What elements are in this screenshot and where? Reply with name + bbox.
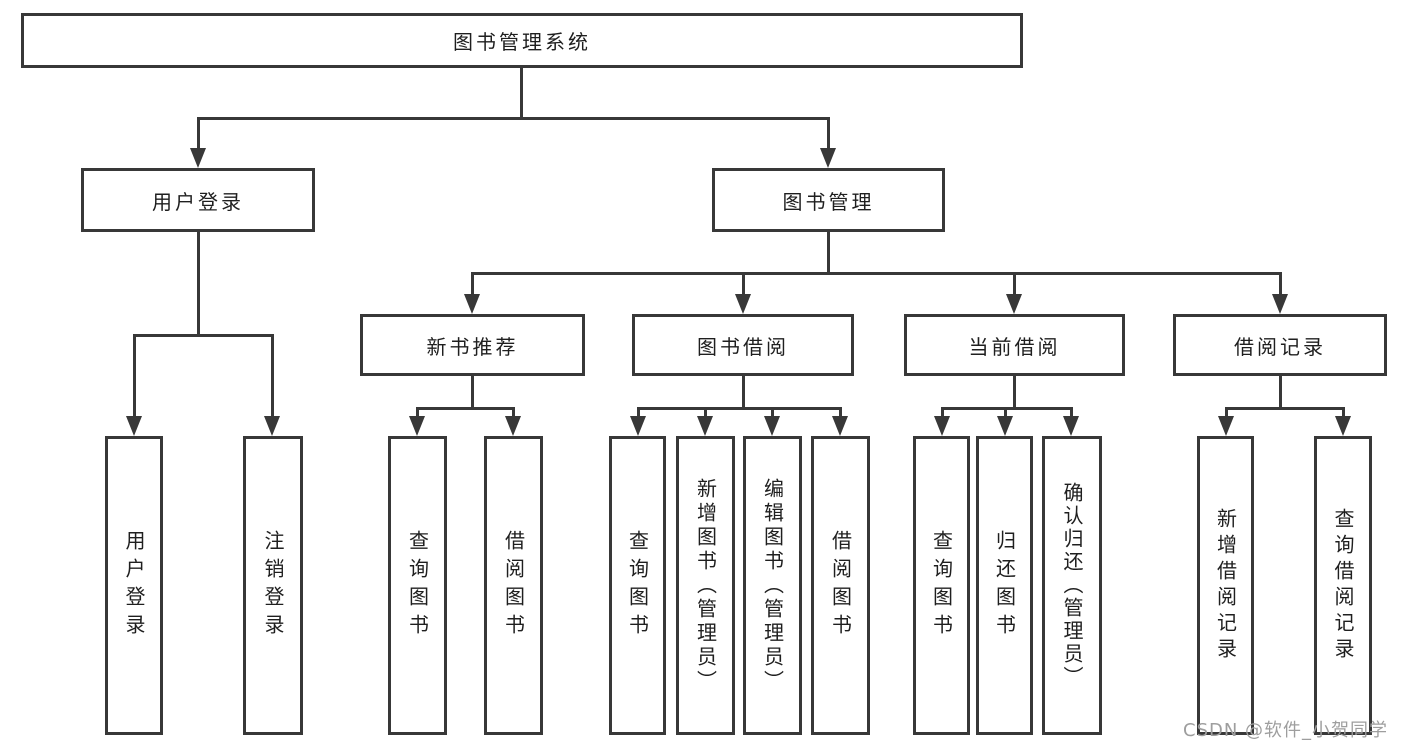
node-borrow-records-label: 借阅记录 <box>1234 334 1326 359</box>
connector-line <box>827 117 830 150</box>
connector-line <box>197 117 830 120</box>
node-leaf-confirm-return-admin: 确认归还（管理员） <box>1042 436 1102 735</box>
connector-line <box>271 334 274 418</box>
watermark: CSDN @软件_小贺同学 <box>1183 720 1389 741</box>
connector-line <box>1013 376 1016 410</box>
node-book-borrow-label: 图书借阅 <box>697 334 789 359</box>
arrow-down-icon <box>409 416 425 436</box>
arrow-down-icon <box>764 416 780 436</box>
connector-line <box>742 272 745 296</box>
connector-line <box>1070 407 1073 418</box>
connector-line <box>1013 272 1016 296</box>
connector-line <box>1004 407 1007 418</box>
node-leaf-return-books: 归还图书 <box>976 436 1033 735</box>
connector-line <box>197 117 200 150</box>
connector-line <box>704 407 707 418</box>
leaf-label: 查询图书 <box>625 529 650 642</box>
node-root: 图书管理系统 <box>21 13 1023 68</box>
connector-line <box>512 407 515 418</box>
connector-line <box>1342 407 1345 418</box>
node-book-management: 图书管理 <box>712 168 945 232</box>
arrow-down-icon <box>997 416 1013 436</box>
connector-line <box>471 376 474 410</box>
node-leaf-add-borrow-record: 新增借阅记录 <box>1197 436 1254 735</box>
node-leaf-add-books-admin: 新增图书（管理员） <box>676 436 735 735</box>
leaf-label: 查询图书 <box>405 529 430 642</box>
connector-line <box>1225 407 1228 418</box>
leaf-label: 查询借阅记录 <box>1331 507 1355 664</box>
leaf-label: 查询图书 <box>929 529 954 642</box>
node-leaf-borrow-books-1: 借阅图书 <box>484 436 543 735</box>
connector-line <box>133 334 136 418</box>
leaf-label: 新增图书（管理员） <box>693 477 718 694</box>
node-leaf-user-login: 用户登录 <box>105 436 163 735</box>
connector-line <box>1279 376 1282 410</box>
connector-line <box>471 272 474 296</box>
connector-line <box>839 407 842 418</box>
connector-line <box>520 68 523 119</box>
connector-line <box>827 232 830 274</box>
node-book-borrow: 图书借阅 <box>632 314 854 376</box>
connector-line <box>416 407 515 410</box>
arrow-down-icon <box>820 148 836 168</box>
node-leaf-borrow-books-2: 借阅图书 <box>811 436 870 735</box>
arrow-down-icon <box>505 416 521 436</box>
leaf-label: 确认归还（管理员） <box>1060 482 1084 689</box>
arrow-down-icon <box>1006 294 1022 314</box>
arrow-down-icon <box>630 416 646 436</box>
node-current-borrow-label: 当前借阅 <box>968 334 1061 359</box>
node-root-label: 图书管理系统 <box>453 30 591 54</box>
leaf-label: 借阅图书 <box>828 529 853 642</box>
leaf-label: 新增借阅记录 <box>1213 507 1238 664</box>
arrow-down-icon <box>1272 294 1288 314</box>
arrow-down-icon <box>190 148 206 168</box>
connector-line <box>416 407 419 418</box>
connector-line <box>1279 272 1282 296</box>
connector-line <box>1225 407 1344 410</box>
node-borrow-records: 借阅记录 <box>1173 314 1387 376</box>
node-current-borrow: 当前借阅 <box>904 314 1125 376</box>
arrow-down-icon <box>735 294 751 314</box>
arrow-down-icon <box>126 416 142 436</box>
connector-line <box>133 334 274 337</box>
node-leaf-search-books-3: 查询图书 <box>913 436 970 735</box>
arrow-down-icon <box>1218 416 1234 436</box>
arrow-down-icon <box>1063 416 1079 436</box>
leaf-label: 借阅图书 <box>501 529 526 642</box>
connector-line <box>471 272 1282 275</box>
leaf-label: 编辑图书（管理员） <box>760 477 785 694</box>
arrow-down-icon <box>832 416 848 436</box>
connector-line <box>197 232 200 336</box>
arrow-down-icon <box>464 294 480 314</box>
arrow-down-icon <box>1335 416 1351 436</box>
connector-line <box>941 407 944 418</box>
connector-line <box>771 407 774 418</box>
connector-line <box>637 407 841 410</box>
leaf-label: 归还图书 <box>992 529 1017 642</box>
arrow-down-icon <box>264 416 280 436</box>
node-user-login: 用户登录 <box>81 168 315 232</box>
node-leaf-edit-books-admin: 编辑图书（管理员） <box>743 436 802 735</box>
connector-line <box>742 376 745 410</box>
node-leaf-search-books-2: 查询图书 <box>609 436 666 735</box>
node-leaf-logout: 注销登录 <box>243 436 303 735</box>
leaf-label: 注销登录 <box>261 529 285 642</box>
node-user-login-label: 用户登录 <box>152 189 244 214</box>
node-leaf-search-borrow-record: 查询借阅记录 <box>1314 436 1372 735</box>
node-new-book-recommend-label: 新书推荐 <box>426 334 519 359</box>
connector-line <box>637 407 640 418</box>
leaf-label: 用户登录 <box>122 529 146 642</box>
node-leaf-search-books-1: 查询图书 <box>388 436 447 735</box>
node-book-management-label: 图书管理 <box>782 189 875 214</box>
arrow-down-icon <box>697 416 713 436</box>
arrow-down-icon <box>934 416 950 436</box>
node-new-book-recommend: 新书推荐 <box>360 314 585 376</box>
